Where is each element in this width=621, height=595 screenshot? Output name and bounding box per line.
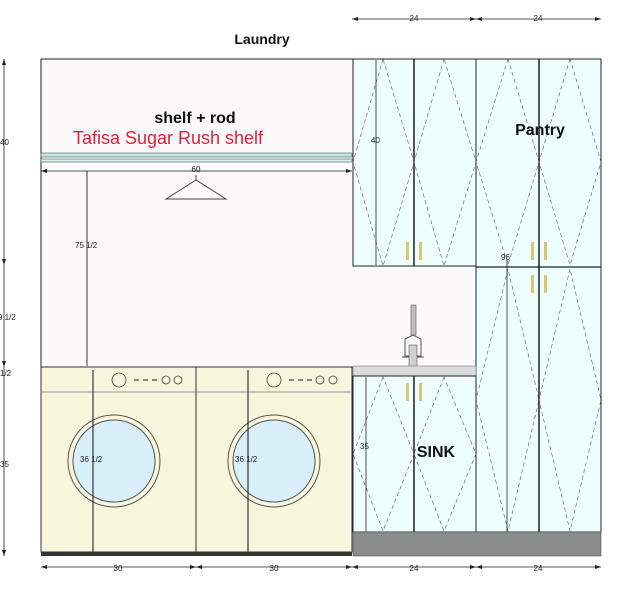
- bottom-dim-washer2-text: 30: [270, 564, 279, 573]
- left-dim-top-text: 40: [0, 138, 9, 147]
- rod-height-text: 75 1/2: [75, 241, 98, 250]
- top-dim-left-text: 24: [410, 14, 419, 23]
- sink-countertop: [352, 365, 477, 377]
- top-dimension-line: [352, 17, 601, 21]
- left-dim-mid-text: 9 1/2: [0, 313, 16, 322]
- shelf: [40, 152, 353, 163]
- upper-cab-height-text: 40: [371, 136, 380, 145]
- bottom-dim-sink-text: 24: [410, 564, 419, 573]
- washer-right: [195, 366, 353, 553]
- sink-base-cabinet: [352, 375, 477, 556]
- left-dimension-line: [2, 59, 6, 556]
- bottom-dimension-line: [41, 565, 601, 569]
- washer-left-height-text: 36 1/2: [80, 455, 103, 464]
- hanger-icon: [164, 175, 228, 200]
- pantry-label: Pantry: [515, 122, 565, 139]
- sink-label: SINK: [417, 444, 456, 461]
- drawing-title: Laundry: [234, 31, 289, 47]
- upper-cabinets: [352, 57, 477, 268]
- base-cab-height-text: 35: [360, 442, 369, 451]
- left-dim-bottom-text: 35: [0, 460, 9, 469]
- left-dim-small-text: 1/2: [0, 369, 12, 378]
- shelf-rod-label: shelf + rod: [154, 110, 235, 127]
- toe-kick: [352, 531, 602, 557]
- bottom-dim-pantry-text: 24: [534, 564, 543, 573]
- rod-width-text: 60: [192, 165, 201, 174]
- washer-left: [40, 366, 197, 553]
- pantry-height-text: 96: [501, 253, 510, 262]
- pantry-cabinet: [475, 57, 602, 556]
- rod-width-dimension: [41, 169, 352, 173]
- floor-line: [41, 552, 352, 556]
- bottom-dim-washer1-text: 30: [114, 564, 123, 573]
- shelf-material-label: Tafisa Sugar Rush shelf: [73, 128, 264, 148]
- washer-right-height-text: 36 1/2: [235, 455, 258, 464]
- top-dim-right-text: 24: [534, 14, 543, 23]
